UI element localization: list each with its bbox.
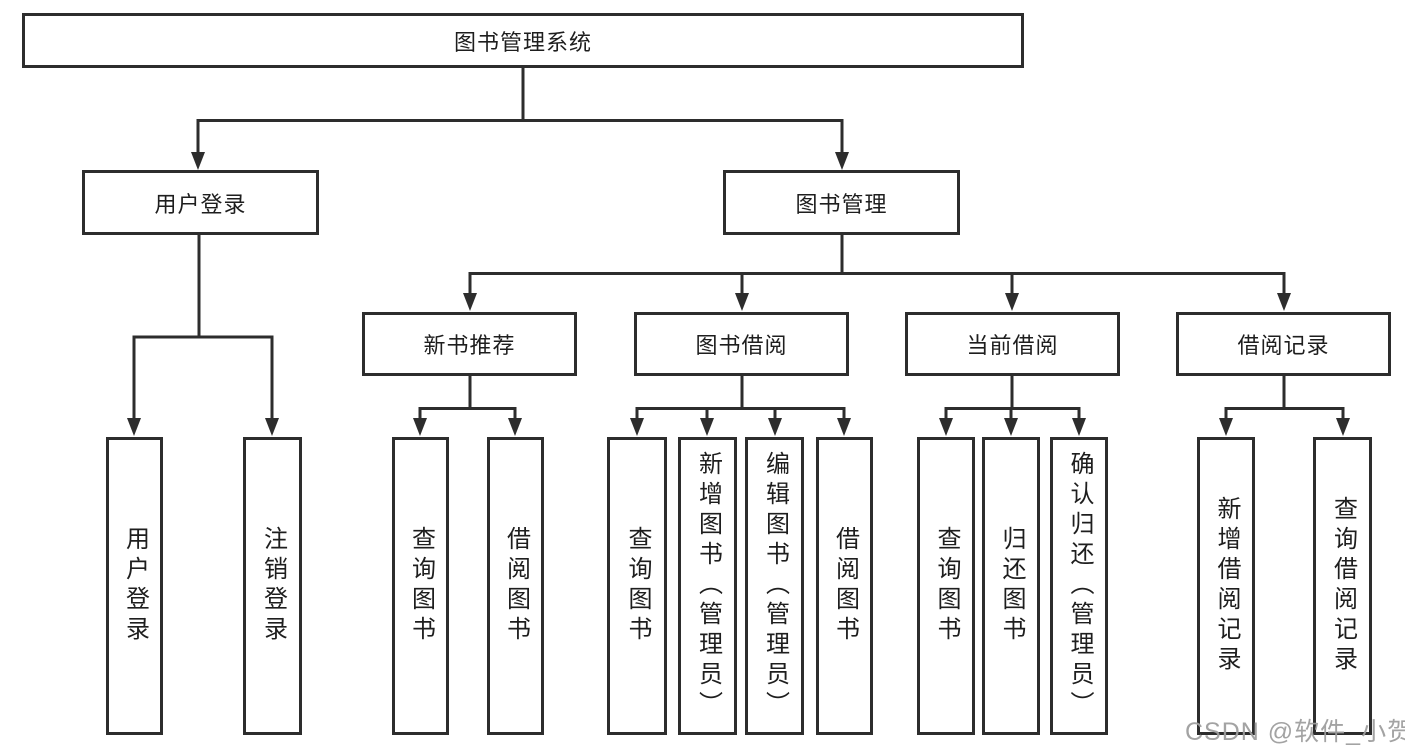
- leaf-label: 用户登录: [121, 526, 149, 646]
- arrowhead-down: [939, 418, 953, 436]
- connector-user-login-children: [132, 234, 274, 419]
- leaf-label: 注销登录: [259, 526, 287, 646]
- arrowhead-down: [265, 418, 279, 436]
- leaf-return-books: 归还图书: [982, 437, 1040, 735]
- leaf-query-books-borrowing: 查询图书: [607, 437, 667, 735]
- leaf-borrow-books: 借阅图书: [816, 437, 873, 735]
- arrowhead-down: [700, 418, 714, 436]
- leaf-label: 确认归还（管理员）: [1066, 451, 1093, 721]
- node-label: 图书借阅: [695, 333, 788, 358]
- csdn-watermark: CSDN @软件_小贺同学: [1185, 718, 1405, 746]
- arrowhead-down: [835, 152, 849, 170]
- leaf-query-books-current: 查询图书: [917, 437, 975, 735]
- leaf-label: 新增借阅记录: [1213, 496, 1240, 676]
- leaf-label: 借阅图书: [831, 526, 859, 646]
- arrowhead-down: [413, 418, 427, 436]
- arrowhead-down: [837, 418, 851, 436]
- leaf-label: 查询借阅记录: [1329, 496, 1357, 676]
- node-label: 用户登录: [154, 191, 247, 217]
- arrowhead-down: [1004, 418, 1018, 436]
- arrowhead-down: [463, 293, 477, 311]
- connector-borrowing-records-children: [1224, 375, 1345, 419]
- node-library-management-system: 图书管理系统: [22, 13, 1024, 68]
- arrowhead-down: [768, 418, 782, 436]
- arrowhead-down: [1277, 293, 1291, 311]
- node-new-book-recommendation: 新书推荐: [362, 312, 577, 376]
- arrowhead-down: [508, 418, 522, 436]
- arrowhead-down: [1336, 418, 1350, 436]
- connector-current-borrowing-children: [944, 375, 1081, 419]
- connector-book-management-sections: [468, 234, 1286, 294]
- leaf-borrow-books-recommend: 借阅图书: [487, 437, 544, 735]
- node-label: 借阅记录: [1237, 333, 1330, 358]
- leaf-query-borrow-record: 查询借阅记录: [1313, 437, 1372, 735]
- arrowhead-down: [1072, 418, 1086, 436]
- node-book-management: 图书管理: [723, 170, 960, 235]
- leaf-confirm-return-admin: 确认归还（管理员）: [1050, 437, 1108, 735]
- leaf-label: 新增图书（管理员）: [694, 451, 722, 721]
- leaf-label: 归还图书: [998, 526, 1025, 646]
- arrowhead-down: [1005, 293, 1019, 311]
- arrowhead-down: [191, 152, 205, 170]
- arrowhead-down: [630, 418, 644, 436]
- node-label: 图书管理: [795, 191, 888, 217]
- node-label: 图书管理系统: [453, 29, 592, 55]
- leaf-add-book-admin: 新增图书（管理员）: [678, 437, 737, 735]
- connector-root-branches: [196, 68, 844, 153]
- node-label: 新书推荐: [423, 333, 516, 358]
- leaf-query-books-recommend: 查询图书: [392, 437, 449, 735]
- node-current-borrowing: 当前借阅: [905, 312, 1120, 376]
- leaf-label: 编辑图书（管理员）: [761, 451, 789, 721]
- leaf-edit-book-admin: 编辑图书（管理员）: [745, 437, 804, 735]
- leaf-label: 查询图书: [407, 526, 435, 646]
- leaf-label: 查询图书: [624, 526, 651, 646]
- leaf-logout: 注销登录: [243, 437, 302, 735]
- node-book-borrowing: 图书借阅: [634, 312, 849, 376]
- leaf-label: 查询图书: [933, 526, 960, 646]
- node-borrowing-records: 借阅记录: [1176, 312, 1391, 376]
- node-user-login: 用户登录: [82, 170, 319, 235]
- connector-book-borrowing-children: [635, 375, 846, 419]
- leaf-add-borrow-record: 新增借阅记录: [1197, 437, 1255, 735]
- arrowhead-down: [735, 293, 749, 311]
- leaf-label: 借阅图书: [502, 526, 530, 646]
- leaf-user-login: 用户登录: [106, 437, 163, 735]
- connector-new-book-children: [418, 375, 517, 419]
- arrowhead-down: [127, 418, 141, 436]
- node-label: 当前借阅: [966, 333, 1059, 358]
- arrowhead-down: [1219, 418, 1233, 436]
